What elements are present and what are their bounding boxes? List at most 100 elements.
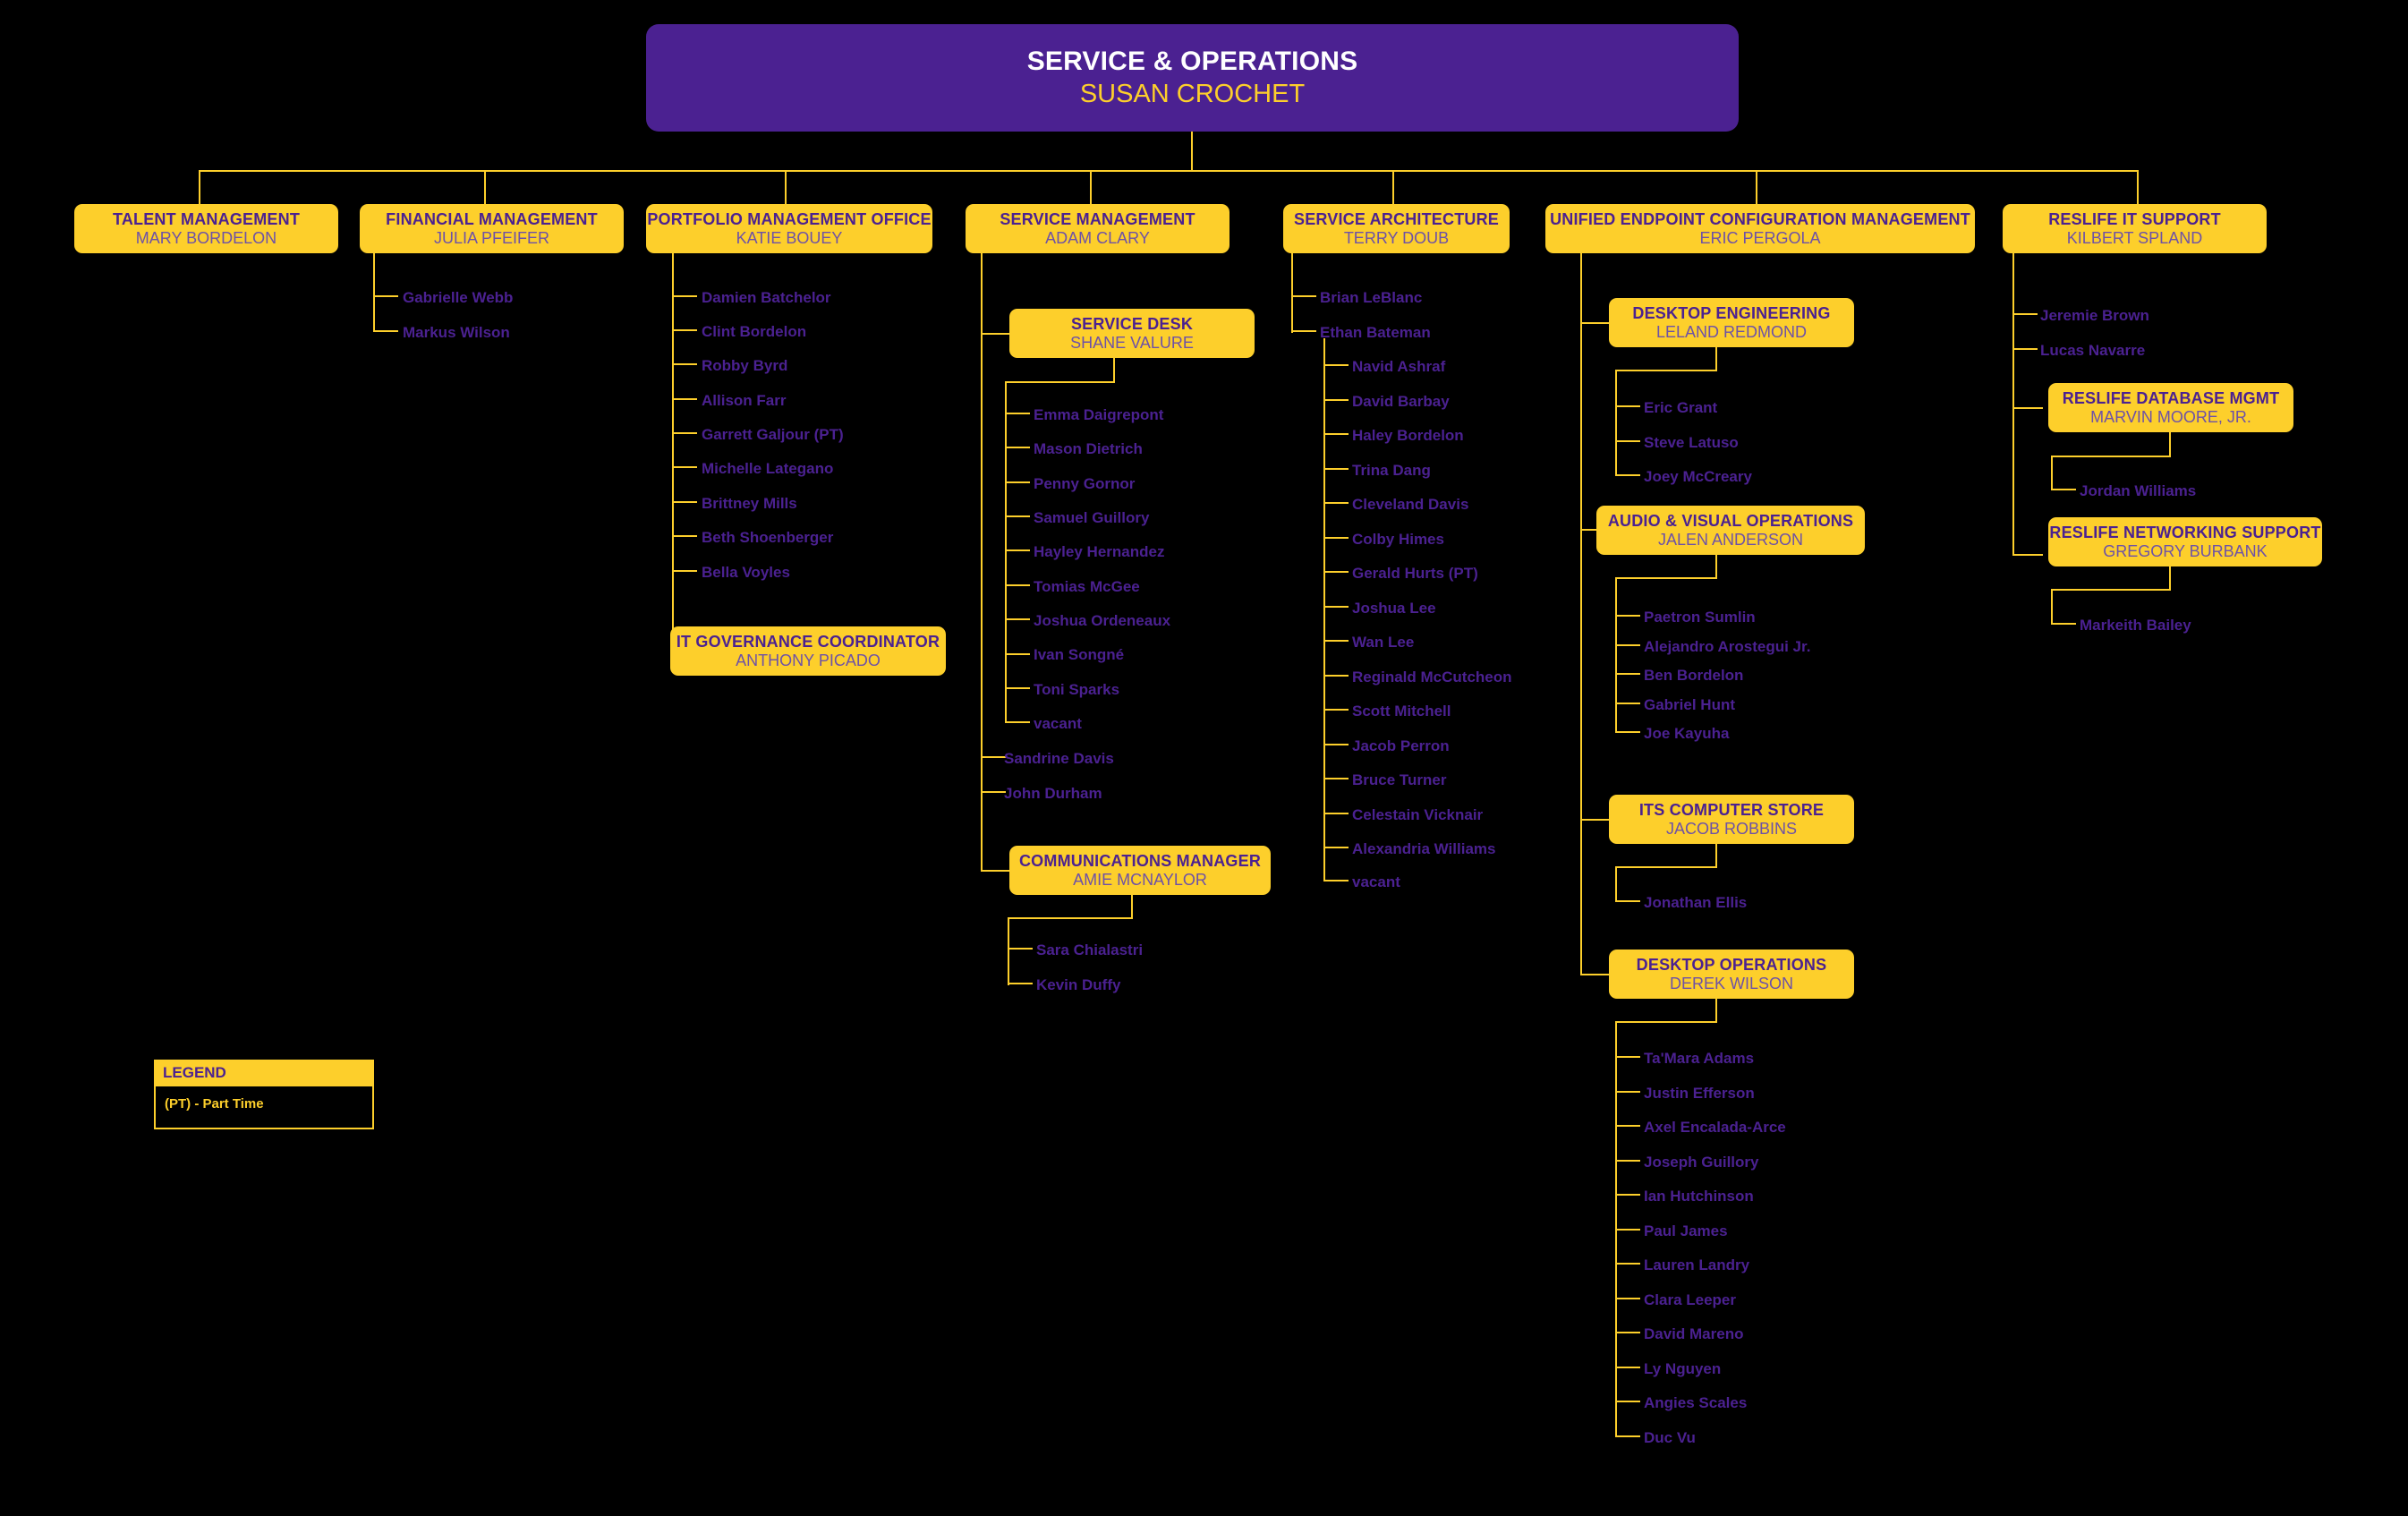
connector-drop-reslife (2137, 170, 2139, 208)
leaf-person: Markus Wilson (403, 324, 510, 341)
connector-servicedesk-tick-5 (1005, 549, 1030, 551)
connector-desktopops-tick-7 (1615, 1263, 1640, 1265)
leaf-person: Hayley Hernandez (1034, 543, 1165, 560)
connector-pmo-tick-8 (672, 535, 697, 537)
connector-comms-stem (1131, 895, 1133, 918)
connector-av-spine (1615, 577, 1617, 732)
node-title: PORTFOLIO MANAGEMENT OFFICE (647, 209, 932, 228)
leaf-person: Cleveland Davis (1352, 496, 1469, 513)
connector-bateman-tick-5 (1323, 502, 1349, 504)
node-desktop-operations[interactable]: DESKTOP OPERATIONS DEREK WILSON (1609, 950, 1854, 999)
connector-servicedesk-tick-6 (1005, 584, 1030, 586)
node-its-computer-store[interactable]: ITS COMPUTER STORE JACOB ROBBINS (1609, 795, 1854, 844)
leaf-person: Joey McCreary (1644, 468, 1752, 485)
connector-servicedesk-tick-1 (1005, 413, 1030, 414)
connector-store-elbow (1615, 866, 1717, 868)
node-person: JULIA PFEIFER (433, 228, 550, 247)
leaf-person: Garrett Galjour (PT) (702, 426, 844, 443)
leaf-person: Joshua Lee (1352, 600, 1436, 617)
connector-bateman-tick-1 (1323, 364, 1349, 366)
connector-talent-spine (373, 253, 375, 332)
connector-uecm-tick-desktopeng (1580, 322, 1611, 324)
leaf-person: Haley Bordelon (1352, 427, 1464, 444)
connector-bateman-tick-9 (1323, 640, 1349, 642)
connector-desktopeng-tick-2 (1615, 440, 1640, 442)
connector-bateman-tick-15 (1323, 847, 1349, 848)
node-communications-manager[interactable]: COMMUNICATIONS MANAGER AMIE MCNAYLOR (1009, 846, 1271, 895)
leaf-person: Bruce Turner (1352, 771, 1447, 788)
connector-av-stem (1715, 555, 1717, 578)
node-desktop-engineering[interactable]: DESKTOP ENGINEERING LELAND REDMOND (1609, 298, 1854, 347)
node-financial-management[interactable]: FINANCIAL MANAGEMENT JULIA PFEIFER (360, 204, 624, 253)
node-title: DESKTOP ENGINEERING (1632, 303, 1831, 322)
node-talent-management[interactable]: TALENT MANAGEMENT MARY BORDELON (74, 204, 338, 253)
connector-servicedesk-stem (1113, 358, 1115, 382)
leaf-person: Samuel Guillory (1034, 509, 1150, 526)
node-reslife-networking-support[interactable]: RESLIFE NETWORKING SUPPORT GREGORY BURBA… (2048, 517, 2322, 566)
connector-desktopops-tick-10 (1615, 1367, 1640, 1368)
leaf-person: Sara Chialastri (1036, 941, 1144, 958)
node-unified-endpoint-configuration-management[interactable]: UNIFIED ENDPOINT CONFIGURATION MANAGEMEN… (1545, 204, 1975, 253)
node-it-governance-coordinator[interactable]: IT GOVERNANCE COORDINATOR ANTHONY PICADO (670, 626, 946, 676)
connector-servicedesk-tick-10 (1005, 721, 1030, 723)
leaf-person: David Barbay (1352, 393, 1450, 410)
leaf-person: Jordan Williams (2080, 482, 2197, 499)
connector-bateman-tick-8 (1323, 606, 1349, 608)
connector-bateman-tick-11 (1323, 709, 1349, 711)
connector-uecm-tick-store (1580, 819, 1611, 821)
leaf-person: Emma Daigrepont (1034, 406, 1164, 423)
node-service-architecture[interactable]: SERVICE ARCHITECTURE TERRY DOUB (1283, 204, 1510, 253)
node-reslife-database-mgmt[interactable]: RESLIFE DATABASE MGMT MARVIN MOORE, JR. (2048, 383, 2293, 432)
leaf-person: Joe Kayuha (1644, 725, 1730, 742)
connector-root-stem (1191, 132, 1193, 171)
connector-pmo-tick-9 (672, 570, 697, 572)
leaf-person: Gerald Hurts (PT) (1352, 565, 1478, 582)
connector-reslife-tick-1 (2012, 313, 2038, 315)
connector-comms-spine (1008, 917, 1009, 985)
node-audio-visual-operations[interactable]: AUDIO & VISUAL OPERATIONS JALEN ANDERSON (1596, 506, 1865, 555)
node-service-desk[interactable]: SERVICE DESK SHANE VALURE (1009, 309, 1255, 358)
node-title: SERVICE & OPERATIONS (1026, 46, 1358, 76)
connector-bateman-tick-3 (1323, 433, 1349, 435)
connector-desktopops-tick-1 (1615, 1056, 1640, 1058)
node-portfolio-management-office[interactable]: PORTFOLIO MANAGEMENT OFFICE KATIE BOUEY (646, 204, 932, 253)
connector-pmo-tick-2 (672, 329, 697, 331)
node-service-and-operations[interactable]: SERVICE & OPERATIONS SUSAN CROCHET (646, 24, 1739, 132)
connector-pmo-spine (672, 253, 674, 651)
connector-comms-tick-1 (1008, 948, 1033, 950)
connector-desktopops-tick-11 (1615, 1401, 1640, 1402)
leaf-person: Steve Latuso (1644, 434, 1739, 451)
node-service-management[interactable]: SERVICE MANAGEMENT ADAM CLARY (966, 204, 1230, 253)
leaf-person: Alexandria Williams (1352, 840, 1496, 857)
leaf-person: Ly Nguyen (1644, 1360, 1722, 1377)
connector-store-stem (1715, 844, 1717, 867)
connector-servicemgmt-tick-1 (981, 756, 1006, 758)
node-title: SERVICE ARCHITECTURE (1293, 209, 1500, 228)
connector-reslifenet-stem (2169, 566, 2171, 590)
connector-desktopops-tick-3 (1615, 1125, 1640, 1127)
connector-servicedesk-tick-4 (1005, 515, 1030, 517)
node-person: TERRY DOUB (1343, 228, 1450, 247)
leaf-person: Trina Dang (1352, 462, 1431, 479)
node-person: MARVIN MOORE, JR. (2090, 407, 2251, 426)
node-person: LELAND REDMOND (1655, 322, 1808, 341)
connector-av-tick-3 (1615, 673, 1640, 675)
connector-reslifedb-stem (2169, 432, 2171, 456)
connector-reslife-tick-2 (2012, 348, 2038, 350)
node-person: AMIE MCNAYLOR (1073, 870, 1207, 889)
node-person: DEREK WILSON (1669, 974, 1794, 992)
leaf-person: Celestain Vicknair (1352, 806, 1484, 823)
connector-bateman-tick-16 (1323, 880, 1349, 881)
node-title: RESLIFE DATABASE MGMT (2062, 388, 2280, 407)
node-title: SERVICE MANAGEMENT (1000, 209, 1195, 228)
connector-pmo-tick-7 (672, 501, 697, 503)
connector-uecm-tick-av (1580, 529, 1611, 531)
connector-desktopeng-elbow (1615, 370, 1717, 371)
connector-store-spine (1615, 866, 1617, 901)
connector-reslifenet-spine (2051, 589, 2053, 624)
leaf-person: Damien Batchelor (702, 289, 831, 306)
connector-drop-uecm (1756, 170, 1757, 208)
node-reslife-it-support[interactable]: RESLIFE IT SUPPORT KILBERT SPLAND (2003, 204, 2267, 253)
connector-servicedesk-spine (1005, 381, 1007, 721)
node-person: MARY BORDELON (135, 228, 277, 247)
